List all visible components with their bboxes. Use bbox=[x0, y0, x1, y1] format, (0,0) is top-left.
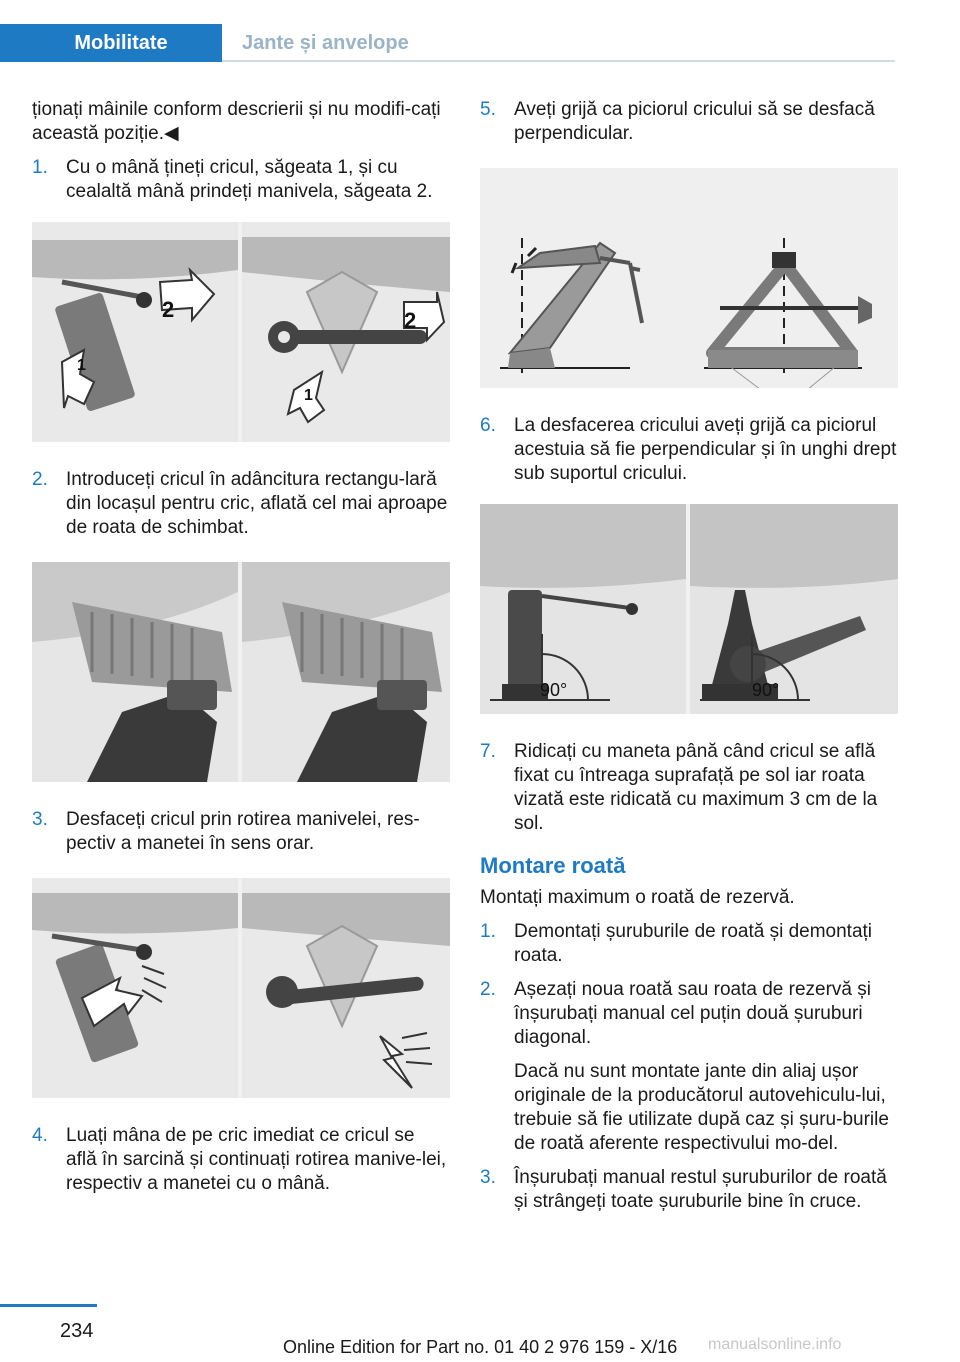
step-text: Luați mâna de pe cric imediat ce cricul … bbox=[66, 1125, 447, 1194]
step-item: 2. Introduceți cricul în adâncitura rect… bbox=[32, 468, 450, 540]
step-number: 3. bbox=[32, 809, 48, 830]
step-text: Cu o mână țineți cricul, săgeata 1, și c… bbox=[66, 157, 433, 202]
step-item: 2. Așezați noua roată sau roata de rezer… bbox=[480, 978, 898, 1050]
arrow-label: 1 bbox=[77, 357, 86, 374]
step-number: 5. bbox=[480, 99, 496, 120]
step-item: 3. Desfaceți cricul prin rotirea manivel… bbox=[32, 808, 450, 856]
page-number: 234 bbox=[60, 1320, 94, 1342]
intro-text: ționați mâinile conform descrierii și nu… bbox=[32, 99, 441, 144]
step-number: 6. bbox=[480, 415, 496, 436]
left-column: ționați mâinile conform descrierii și nu… bbox=[32, 98, 450, 1206]
step-number: 2. bbox=[32, 469, 48, 490]
jack-angle-illustration: 90° 90° bbox=[480, 504, 898, 714]
jack-position-illustration bbox=[32, 562, 450, 782]
step-text: Desfaceți cricul prin rotirea manivelei,… bbox=[66, 809, 420, 854]
edition-text: Online Edition for Part no. 01 40 2 976 … bbox=[283, 1337, 678, 1357]
step-number: 4. bbox=[32, 1125, 48, 1146]
arrow-label: 1 bbox=[304, 387, 313, 404]
right-column: 5. Aveți grijă ca piciorul cricului să s… bbox=[480, 98, 898, 1224]
jack-unfold-illustration bbox=[32, 878, 450, 1098]
angle-label: 90° bbox=[540, 680, 567, 700]
jack-grip-illustration: 2 1 2 1 bbox=[32, 222, 450, 442]
step-text: Demontați șuruburile de roată și demonta… bbox=[514, 921, 873, 966]
figure-jack-angle: 90° 90° bbox=[480, 504, 898, 714]
step-text: La desfacerea cricului aveți grijă ca pi… bbox=[514, 415, 897, 484]
page-header: Mobilitate Jante și anvelope bbox=[0, 0, 960, 62]
step-text: Înșurubați manual restul șuruburilor de … bbox=[514, 1167, 887, 1212]
section-intro: Montați maximum o roată de rezervă. bbox=[480, 887, 795, 908]
jack-perpendicular-diagram bbox=[480, 168, 898, 388]
step-item: 6. La desfacerea cricului aveți grijă ca… bbox=[480, 414, 898, 486]
step-item: 1. Demontați șuruburile de roată și demo… bbox=[480, 920, 898, 968]
step-text: Aveți grijă ca piciorul cricului să se d… bbox=[514, 99, 875, 144]
subsection-tab: Jante și anvelope bbox=[242, 31, 409, 54]
step-number: 7. bbox=[480, 741, 496, 762]
step-item: 4. Luați mâna de pe cric imediat ce cric… bbox=[32, 1124, 450, 1196]
figure-jack-grip: 2 1 2 1 bbox=[32, 222, 450, 442]
step-note: Dacă nu sunt montate jante din aliaj ușo… bbox=[514, 1061, 889, 1154]
section-heading: Montare roată bbox=[480, 853, 626, 878]
step-item: 5. Aveți grijă ca piciorul cricului să s… bbox=[480, 98, 898, 146]
step-number: 1. bbox=[480, 921, 496, 942]
step-item: 3. Înșurubați manual restul șuruburilor … bbox=[480, 1166, 898, 1214]
step-number: 2. bbox=[480, 979, 496, 1000]
figure-jack-position bbox=[32, 562, 450, 782]
step-number: 3. bbox=[480, 1167, 496, 1188]
figure-jack-unfold bbox=[32, 878, 450, 1098]
arrow-label: 2 bbox=[162, 297, 174, 322]
step-item: 7. Ridicați cu maneta până când cricul s… bbox=[480, 740, 898, 836]
footer-rule bbox=[0, 1304, 97, 1307]
step-text: Așezați noua roată sau roata de rezervă … bbox=[514, 979, 871, 1048]
step-item: 1. Cu o mână țineți cricul, săgeata 1, ș… bbox=[32, 156, 450, 204]
figure-jack-perpendicular-diagram bbox=[480, 168, 898, 388]
step-number: 1. bbox=[32, 157, 48, 178]
step-text: Introduceți cricul în adâncitura rectang… bbox=[66, 469, 448, 538]
header-rule bbox=[222, 60, 895, 62]
step-text: Ridicați cu maneta până când cricul se a… bbox=[514, 741, 878, 834]
watermark-text: manualsonline.info bbox=[708, 1336, 842, 1353]
section-tab: Mobilitate bbox=[0, 24, 222, 62]
arrow-label: 2 bbox=[404, 308, 416, 333]
angle-label: 90° bbox=[752, 680, 779, 700]
